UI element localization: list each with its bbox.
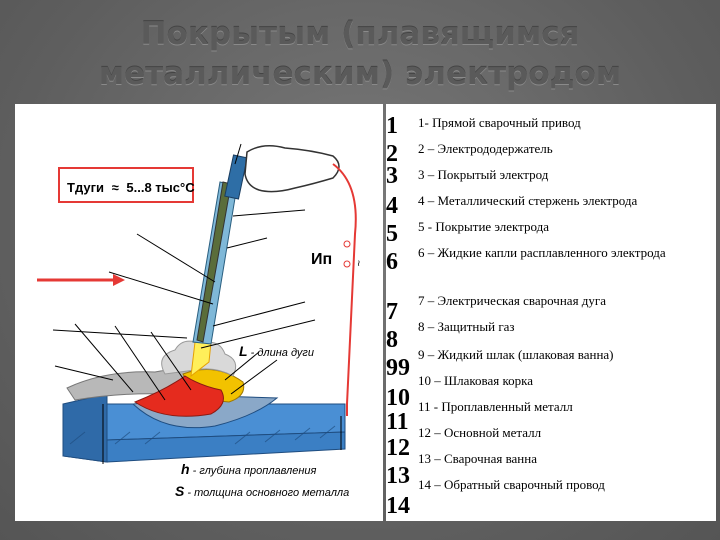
legend-number: 14 <box>386 493 410 519</box>
current-label: Ип <box>311 251 332 268</box>
welding-illustration: Tдуги ≈ 5...8 тыс°С Ип ~ L - длина дуги … <box>37 143 364 499</box>
gloved-hand <box>244 145 340 193</box>
legend-number: 1 <box>386 113 398 139</box>
legend-item: 7 – Электрическая сварочная дуга <box>418 293 607 308</box>
legend-item: 13 – Сварочная ванна <box>418 451 537 466</box>
legend-item: 2 – Электрододержатель <box>418 141 553 156</box>
callout-lines <box>52 143 316 401</box>
arc-length-label: L - длина дуги <box>239 343 314 359</box>
legend-number: 6 <box>386 249 398 275</box>
weld-direction-arrowhead <box>113 274 125 286</box>
wire-terminal-top <box>343 240 351 248</box>
legend-item: 9 – Жидкий шлак (шлаковая ванна) <box>418 347 614 362</box>
legend-item: 4 – Металлический стержень электрода <box>418 193 638 208</box>
base-metal-side <box>62 393 108 463</box>
legend-number: 5 <box>386 221 398 247</box>
legend-number: 2 <box>386 141 398 167</box>
base-metal-hatch <box>69 425 336 445</box>
legend-item: 5 - Покрытие электрода <box>418 219 550 234</box>
legend-item: 12 – Основной металл <box>418 425 542 440</box>
arc-temperature-box <box>58 167 194 203</box>
legend-number: 11 <box>386 409 409 435</box>
title-line-2: металлическим) электродом <box>98 56 622 92</box>
welding-diagram: Tдуги ≈ 5...8 тыс°С Ип ~ L - длина дуги … <box>15 104 383 521</box>
legend-item: 8 – Защитный газ <box>418 319 515 334</box>
legend-number: 4 <box>386 193 398 219</box>
legend-panel: 1 2 3 4 5 6 7 8 99 10 11 12 13 14 1- Пря… <box>386 104 716 521</box>
weld-pool <box>133 375 224 417</box>
legend-number: 12 <box>386 435 410 461</box>
legend-item: 1- Прямой сварочный привод <box>418 115 581 130</box>
legend-number: 10 <box>386 385 410 411</box>
title-line-1: Покрытым (плавящимся <box>140 16 580 52</box>
legend-number: 7 <box>386 299 398 325</box>
electrode-holder <box>224 154 248 200</box>
legend-item: 10 – Шлаковая корка <box>418 373 534 388</box>
arc-temperature-text: Tдуги ≈ 5...8 тыс°С <box>67 180 195 195</box>
thickness-label: S - толщина основного металла <box>175 483 349 499</box>
ac-symbol: ~ <box>352 260 364 266</box>
penetration-label: h - глубина проплавления <box>181 461 317 477</box>
slide-title: Покрытым (плавящимся металлическим) элек… <box>0 14 720 94</box>
legend-number: 13 <box>386 463 410 489</box>
legend-item: 3 – Покрытый электрод <box>418 167 549 182</box>
legend-number: 3 <box>386 163 398 189</box>
legend-item: 11 - Проплавленный металл <box>418 399 573 414</box>
legend-number: 99 <box>386 355 410 381</box>
legend-item: 6 – Жидкие капли расплавленного электрод… <box>418 245 666 260</box>
welding-wire <box>332 163 357 405</box>
legend-number: 8 <box>386 327 398 353</box>
legend-item: 14 – Обратный сварочный провод <box>418 477 605 492</box>
wire-terminal-bottom <box>343 260 351 268</box>
